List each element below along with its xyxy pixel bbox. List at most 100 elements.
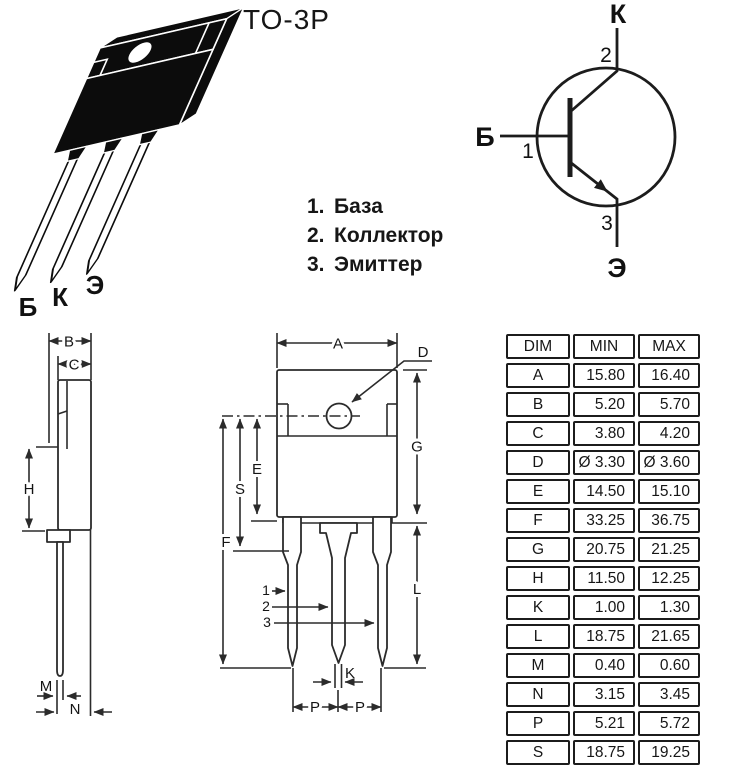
table-cell-max: 5.72: [638, 711, 700, 736]
svg-text:E: E: [252, 461, 262, 478]
table-cell-min: 20.75: [573, 537, 635, 562]
dim-A: A: [276, 333, 398, 368]
table-cell-min: 18.75: [573, 740, 635, 765]
svg-text:A: A: [333, 336, 343, 353]
table-cell-dim: N: [506, 682, 570, 707]
svg-text:P: P: [355, 699, 365, 716]
dim-M: M: [37, 675, 81, 700]
table-header-max: MAX: [638, 334, 700, 359]
side-view-drawing: B C H M N: [21, 331, 112, 721]
table-cell-max: 36.75: [638, 508, 700, 533]
table-cell-min: 3.15: [573, 682, 635, 707]
legend-item: 1. База: [307, 192, 443, 221]
dim-F: F: [218, 418, 234, 665]
table-cell-min: 14.50: [573, 479, 635, 504]
table-cell-max: 4.20: [638, 421, 700, 446]
pin-legend: 1. База 2. Коллектор 3.Эмиттер: [307, 192, 443, 279]
table-cell-dim: H: [506, 566, 570, 591]
collector-pin-number: 2: [600, 44, 612, 67]
base-pin-number: 1: [522, 140, 534, 163]
svg-text:P: P: [310, 699, 320, 716]
dim-N: N: [36, 698, 112, 721]
svg-text:F: F: [221, 534, 230, 551]
table-header-dim: DIM: [506, 334, 570, 359]
table-cell-max: 3.45: [638, 682, 700, 707]
table-cell-min: 5.21: [573, 711, 635, 736]
table-cell-min: 33.25: [573, 508, 635, 533]
svg-text:L: L: [413, 581, 421, 598]
svg-text:K: K: [345, 665, 355, 682]
package-pins: [13, 129, 156, 292]
collector-lead: [569, 28, 619, 114]
table-cell-dim: M: [506, 653, 570, 678]
transistor-symbol: К 2 Б 1 3 Э: [475, 0, 677, 283]
front-body-outline: [276, 369, 398, 518]
package-3d-illustration: [13, 6, 245, 292]
dimension-table: DIM MIN MAX A 15.80 16.40 B 5.20 5.70 C …: [506, 334, 700, 765]
dim-C: C: [57, 354, 92, 377]
table-cell-min: 3.80: [573, 421, 635, 446]
table-cell-min: 18.75: [573, 624, 635, 649]
svg-text:M: M: [40, 678, 53, 695]
table-cell-max: 5.70: [638, 392, 700, 417]
pin-label-emitter: Э: [86, 270, 105, 300]
svg-text:S: S: [235, 481, 245, 498]
table-cell-min: 15.80: [573, 363, 635, 388]
svg-text:1: 1: [262, 582, 270, 598]
table-cell-min: Ø 3.30: [573, 450, 635, 475]
dim-H: H: [21, 446, 58, 532]
legend-pin-name: Эмиттер: [334, 253, 423, 276]
emitter-label: Э: [607, 253, 626, 283]
emitter-pin-number: 3: [601, 212, 613, 235]
pin-label-base: Б: [19, 292, 38, 320]
lead-2: [319, 522, 358, 664]
table-cell-dim: C: [506, 421, 570, 446]
table-cell-max: 12.25: [638, 566, 700, 591]
table-cell-min: 0.40: [573, 653, 635, 678]
mounting-hole: [128, 42, 152, 63]
table-cell-max: 1.30: [638, 595, 700, 620]
legend-item: 3.Эмиттер: [307, 250, 443, 279]
legend-pin-number: 2.: [307, 224, 325, 247]
svg-text:3: 3: [263, 614, 271, 630]
table-cell-max: 15.10: [638, 479, 700, 504]
table-cell-max: Ø 3.60: [638, 450, 700, 475]
side-body-outline: [46, 379, 92, 677]
dim-S: S: [232, 418, 289, 552]
table-cell-dim: S: [506, 740, 570, 765]
svg-text:B: B: [64, 334, 74, 351]
legend-pin-number: 1.: [307, 195, 325, 218]
table-cell-dim: D: [506, 450, 570, 475]
front-view-drawing: A D: [218, 333, 432, 719]
svg-text:D: D: [418, 344, 429, 361]
table-cell-min: 11.50: [573, 566, 635, 591]
table-cell-dim: L: [506, 624, 570, 649]
front-leads: [282, 516, 392, 667]
table-header-min: MIN: [573, 334, 635, 359]
legend-pin-name: Коллектор: [334, 224, 444, 247]
table-cell-dim: P: [506, 711, 570, 736]
table-cell-dim: E: [506, 479, 570, 504]
pin-stubs: [66, 128, 161, 163]
emitter-arrow: [594, 179, 608, 192]
svg-text:2: 2: [262, 598, 270, 614]
table-cell-dim: G: [506, 537, 570, 562]
table-cell-max: 0.60: [638, 653, 700, 678]
collector-label: К: [610, 0, 627, 29]
table-cell-dim: K: [506, 595, 570, 620]
svg-text:N: N: [70, 701, 81, 718]
legend-pin-name: База: [334, 195, 383, 218]
svg-text:C: C: [69, 357, 80, 374]
package-photo: Б К Э: [13, 6, 245, 320]
dim-G: G: [403, 369, 427, 515]
table-cell-min: 5.20: [573, 392, 635, 417]
emitter-lead: [569, 160, 619, 247]
table-cell-min: 1.00: [573, 595, 635, 620]
table-cell-max: 16.40: [638, 363, 700, 388]
svg-text:H: H: [24, 481, 35, 498]
tab-ear-line: [194, 22, 211, 54]
table-cell-max: 21.65: [638, 624, 700, 649]
dim-D: D: [351, 341, 432, 403]
table-cell-dim: F: [506, 508, 570, 533]
table-cell-dim: B: [506, 392, 570, 417]
